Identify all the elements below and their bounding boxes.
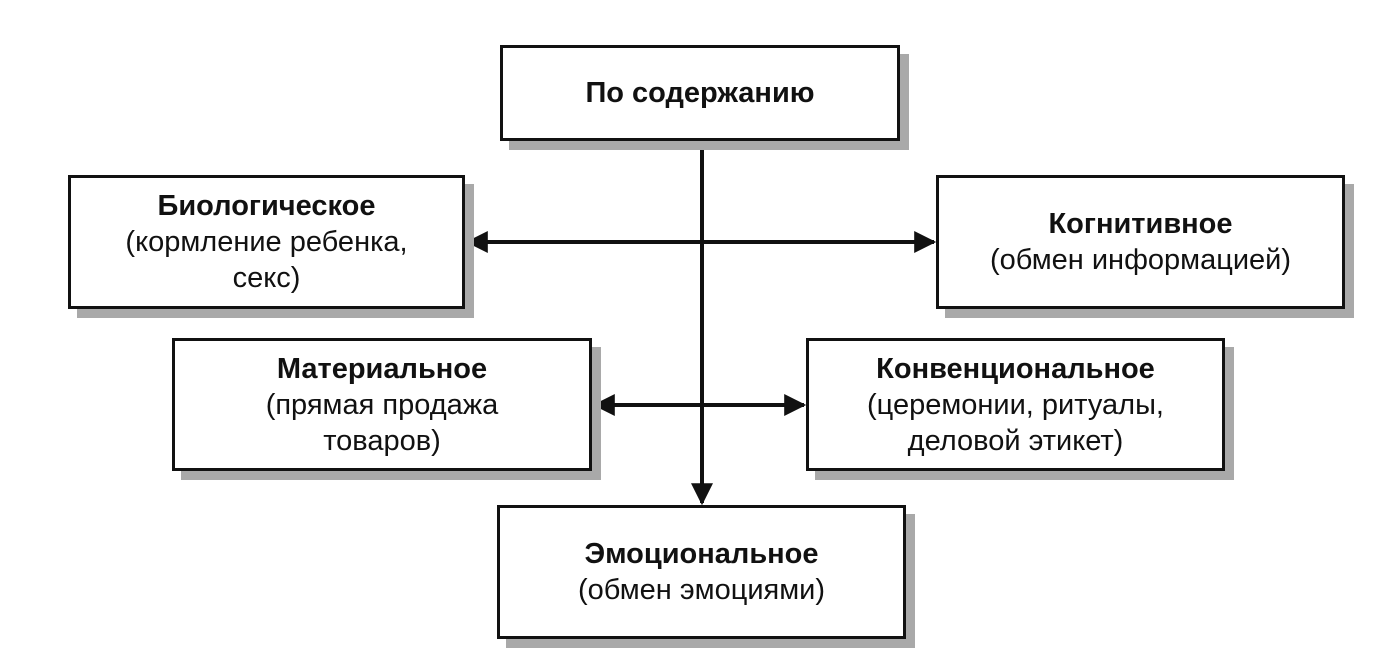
emotional-node: Эмоциональное (обмен эмоциями) xyxy=(497,505,906,639)
material-desc-line1: (прямая продажа xyxy=(265,388,499,421)
biological-node: Биологическое (кормление ребенка, секс) xyxy=(68,175,465,309)
conventional-desc-line1: (церемонии, ритуалы, xyxy=(867,388,1164,421)
biological-desc-line2: секс) xyxy=(232,262,301,294)
cognitive-node: Когнитивное (обмен информацией) xyxy=(936,175,1345,309)
material-desc-line2: товаров) xyxy=(323,424,441,457)
emotional-desc-line1: (обмен эмоциями) xyxy=(577,574,826,606)
emotional-title: Эмоциональное xyxy=(584,538,819,570)
conventional-title: Конвенциональное xyxy=(876,352,1155,385)
cognitive-desc-line1: (обмен информацией) xyxy=(989,244,1292,276)
root-node: По содержанию xyxy=(500,45,900,141)
root-title: По содержанию xyxy=(585,77,815,109)
cognitive-title: Когнитивное xyxy=(1048,208,1233,240)
conventional-node: Конвенциональное (церемонии, ритуалы, де… xyxy=(806,338,1225,471)
material-title: Материальное xyxy=(276,352,488,385)
conventional-desc-line2: деловой этикет) xyxy=(907,424,1124,457)
biological-title: Биологическое xyxy=(157,190,376,222)
material-node: Материальное (прямая продажа товаров) xyxy=(172,338,592,471)
biological-desc-line1: (кормление ребенка, xyxy=(125,226,408,258)
